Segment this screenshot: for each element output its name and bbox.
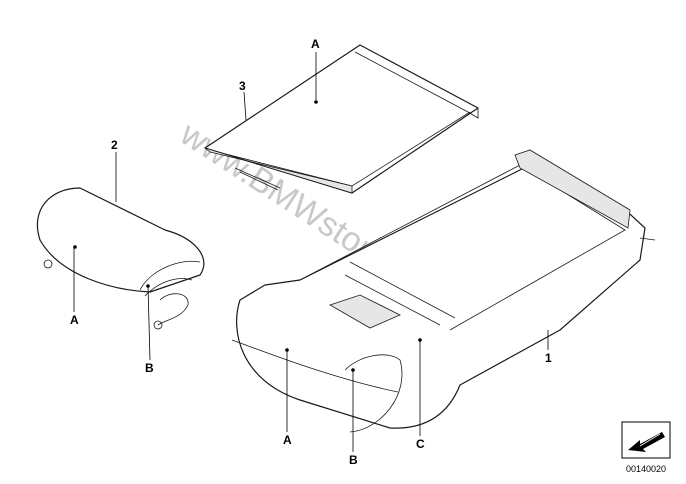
part-2-cover bbox=[36, 187, 205, 330]
label-b-cover: B bbox=[145, 361, 154, 375]
label-a-cover: A bbox=[70, 313, 79, 327]
leader-b-cover bbox=[147, 285, 151, 361]
label-part-2: 2 bbox=[111, 138, 118, 152]
part-3-tray bbox=[204, 44, 479, 194]
dot-a-top bbox=[314, 100, 318, 104]
label-a-top: A bbox=[311, 37, 320, 51]
label-c-main: C bbox=[416, 437, 425, 451]
label-part-3: 3 bbox=[239, 79, 246, 93]
label-a-main: A bbox=[283, 433, 292, 447]
dot-b-main bbox=[351, 368, 355, 372]
reference-number: 00140020 bbox=[626, 464, 666, 474]
part-1-armrest bbox=[231, 149, 656, 433]
dot-a-cover bbox=[73, 245, 77, 249]
dot-b-cover bbox=[146, 284, 150, 288]
label-b-main: B bbox=[349, 453, 358, 467]
arrow-box-icon bbox=[621, 421, 671, 459]
dot-c-main bbox=[418, 338, 422, 342]
leader-3 bbox=[243, 91, 247, 121]
label-part-1: 1 bbox=[545, 351, 552, 365]
dot-a-main bbox=[285, 348, 289, 352]
